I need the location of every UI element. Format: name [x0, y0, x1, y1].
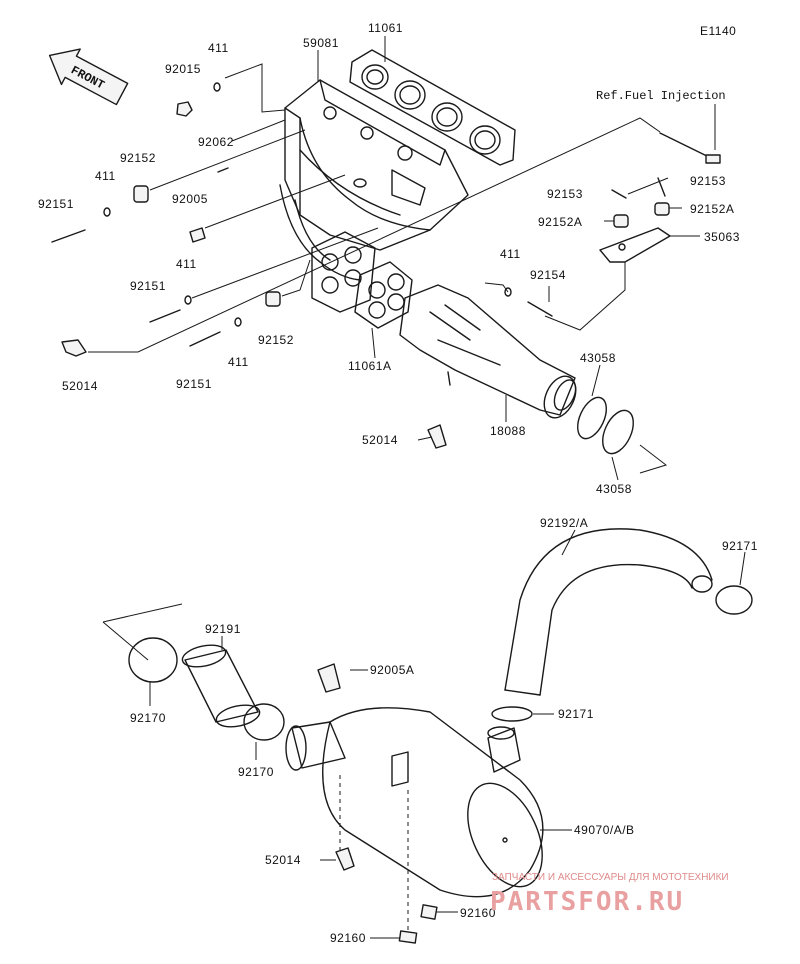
label-92171-mid: 92171: [558, 707, 594, 721]
clamp-92170-mid: [243, 703, 285, 741]
label-92153-b: 92153: [690, 174, 726, 188]
label-35063: 35063: [704, 230, 740, 244]
label-49070: 49070/A/B: [574, 823, 635, 837]
small-parts: [51, 82, 721, 449]
label-92005: 92005: [172, 192, 208, 206]
watermark: ЗАПЧАСТИ И АКСЕССУАРЫ ДЛЯ МОТОТЕХНИКИ PA…: [490, 872, 729, 917]
gasket-11061: [349, 49, 516, 166]
label-411-right: 411: [500, 247, 521, 261]
label-92005A: 92005A: [370, 663, 414, 677]
leader-lines: [88, 36, 746, 939]
elbow-52014-bottom: [335, 847, 355, 871]
label-92152A-a: 92152A: [538, 215, 582, 229]
clamp-92170-left: [128, 637, 178, 683]
clamp-92171-mid: [491, 706, 533, 722]
label-92151-bottom: 92151: [176, 377, 212, 391]
label-92160-b: 92160: [330, 931, 366, 945]
exhaust-hose-92192: [504, 528, 713, 696]
ref-fuel-injection: Ref.Fuel Injection: [596, 89, 726, 103]
label-52014-left: 52014: [62, 379, 98, 393]
label-92154: 92154: [530, 268, 566, 282]
exhaust-pipe-18088: [399, 284, 577, 419]
label-59081: 59081: [303, 36, 339, 50]
label-92170-left: 92170: [130, 711, 166, 725]
label-92191: 92191: [205, 622, 241, 636]
label-411-top: 411: [208, 41, 229, 55]
label-92062: 92062: [198, 135, 234, 149]
o-ring-43058-b: [602, 409, 634, 455]
label-11061: 11061: [368, 21, 403, 35]
bracket-35063: [599, 227, 671, 263]
label-411-left: 411: [95, 169, 116, 183]
part-labels: 11061 59081 411 92015 92062 92152 411 92…: [38, 21, 758, 945]
label-92152-mid: 92152: [258, 333, 294, 347]
label-92153-a: 92153: [547, 187, 583, 201]
label-92152A-b: 92152A: [690, 202, 734, 216]
rubber-pad-92160-b: [398, 930, 418, 944]
label-92152-left: 92152: [120, 151, 156, 165]
label-52014-mid: 52014: [362, 433, 398, 447]
label-92151-left: 92151: [38, 197, 74, 211]
clamp-92171-top: [715, 585, 753, 615]
label-411-mid: 411: [176, 257, 197, 271]
exhaust-manifold: [279, 79, 469, 281]
tube-92191: [181, 644, 261, 728]
watermark-brand: PARTSFOR.RU: [490, 887, 684, 917]
diagram-code: E1140: [700, 24, 736, 38]
o-ring-43058-a: [576, 396, 608, 440]
muffler-49070: [285, 663, 544, 898]
label-92170-mid: 92170: [238, 765, 274, 779]
label-11061A: 11061A: [348, 359, 391, 373]
label-18088: 18088: [490, 424, 526, 438]
label-92160-a: 92160: [460, 906, 496, 920]
label-92171-top: 92171: [722, 539, 758, 553]
label-411-bottom: 411: [228, 355, 249, 369]
rubber-pad-92160-a: [420, 904, 438, 920]
label-43058-b: 43058: [596, 482, 632, 496]
label-43058-a: 43058: [580, 351, 616, 365]
label-52014-bottom: 52014: [265, 853, 301, 867]
gasket-11061A: [354, 261, 413, 329]
label-92015: 92015: [165, 62, 201, 76]
watermark-tagline: ЗАПЧАСТИ И АКСЕССУАРЫ ДЛЯ МОТОТЕХНИКИ: [492, 872, 729, 883]
front-arrow-icon: FRONT: [48, 48, 129, 106]
label-92151-mid: 92151: [130, 279, 166, 293]
label-92192A: 92192/A: [540, 516, 588, 530]
